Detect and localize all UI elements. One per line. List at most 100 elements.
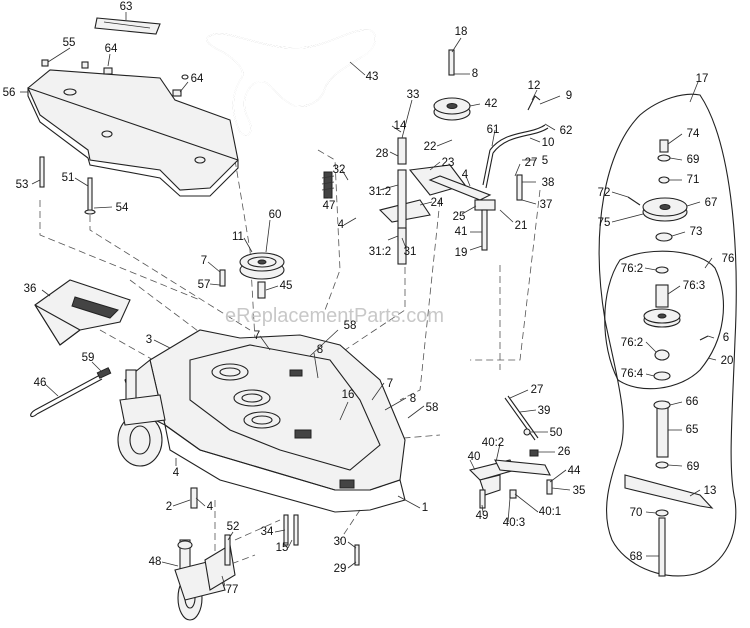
spindle-assembly-part-17 (598, 93, 737, 577)
label-53: 53 (16, 179, 29, 191)
label-27: 27 (525, 157, 538, 169)
label-37: 37 (540, 199, 553, 211)
label-7: 7 (254, 330, 260, 342)
label-71: 71 (687, 174, 700, 186)
spindle-pulley-part-11 (219, 252, 285, 299)
label-66: 66 (686, 396, 699, 408)
label-69: 69 (687, 461, 700, 473)
label-10: 62 (560, 125, 573, 137)
label-59: 59 (82, 352, 95, 364)
label-31-2: 31:2 (369, 246, 391, 258)
label-20: 20 (721, 355, 734, 367)
label-25: 25 (453, 211, 466, 223)
rod-part-46 (30, 367, 112, 418)
label-1: 1 (422, 502, 428, 514)
label-70: 70 (630, 507, 643, 519)
label-40-3: 40:3 (503, 517, 525, 529)
label-7: 7 (201, 255, 207, 267)
label-4: 4 (207, 501, 214, 513)
label-14: 61 (487, 124, 500, 136)
label-40-2: 40:2 (482, 437, 504, 449)
cover-bolts (39, 156, 96, 215)
mower-deck-part-1 (124, 329, 406, 513)
label-40-1: 40:1 (539, 506, 561, 518)
label-76: 76 (722, 253, 735, 265)
label-33: 33 (407, 89, 420, 101)
label-17: 17 (696, 73, 709, 85)
label-54: 54 (116, 202, 129, 214)
label-45: 45 (280, 280, 293, 292)
label-27: 27 (531, 384, 544, 396)
label-19: 19 (455, 247, 468, 259)
lift-linkage-part-40 (468, 395, 553, 509)
label-4: 4 (338, 219, 345, 231)
label-16: 16 (342, 389, 355, 401)
label-8: 8 (472, 68, 478, 80)
drive-belt-part-43 (206, 29, 377, 136)
label-4: 4 (462, 169, 469, 181)
label-3: 3 (146, 334, 152, 346)
label-49: 49 (476, 510, 489, 522)
label-12: 14 (394, 120, 407, 132)
idler-pulley-part-42 (433, 49, 471, 121)
label-65: 65 (686, 424, 699, 436)
label-21: 21 (515, 220, 528, 232)
label-50: 50 (550, 427, 563, 439)
label-15: 15 (276, 542, 289, 554)
label-24: 24 (431, 197, 444, 209)
label-69: 69 (687, 154, 700, 166)
discharge-chute-part-36 (34, 279, 131, 346)
label-31: 31 (404, 246, 417, 258)
label-72: 72 (598, 187, 611, 199)
label-2: 2 (166, 501, 172, 513)
label-6: 6 (723, 332, 729, 344)
label-18: 18 (455, 26, 468, 38)
label-36: 36 (24, 283, 37, 295)
label-61: 10 (542, 137, 555, 149)
label-28: 28 (376, 148, 389, 160)
label-56: 56 (3, 87, 16, 99)
label-42: 42 (485, 98, 498, 110)
label-30: 30 (334, 536, 347, 548)
label-76-4: 76:4 (621, 368, 644, 380)
label-64: 64 (105, 43, 118, 55)
label-73: 73 (690, 226, 703, 238)
label-58: 58 (426, 402, 439, 414)
label-60: 60 (269, 209, 282, 221)
front-caster-wheel (117, 369, 166, 467)
label-7: 7 (387, 378, 393, 390)
label-11: 11 (232, 231, 244, 243)
label-32: 32 (333, 164, 346, 176)
label-64: 64 (191, 73, 204, 85)
label-5: 5 (542, 155, 548, 167)
label-76-2: 76:2 (621, 263, 643, 275)
label-8: 8 (410, 393, 416, 405)
label-41: 41 (455, 226, 468, 238)
deck-cover-part-56 (27, 59, 239, 197)
label-23: 23 (442, 157, 455, 169)
watermark-text: eReplacementParts.com (225, 305, 444, 327)
label-75: 75 (598, 217, 611, 229)
label-22: 22 (424, 141, 437, 153)
label-44: 44 (568, 465, 581, 477)
label-31-2: 31:2 (369, 186, 391, 198)
callout-labels: 63 55 64 64 56 53 51 54 43 18 8 33 42 12… (3, 1, 735, 596)
label-55: 55 (63, 37, 76, 49)
label-9: 12 (528, 80, 541, 92)
label-51: 51 (62, 172, 75, 184)
label-47: 47 (323, 200, 336, 212)
label-43: 43 (366, 71, 379, 83)
label-58: 58 (344, 320, 357, 332)
label-74: 74 (687, 128, 700, 140)
label-76-3: 76:3 (683, 280, 705, 292)
label-62: 9 (566, 90, 572, 102)
label-48: 48 (149, 556, 162, 568)
label-67: 67 (705, 197, 718, 209)
pad-part-63 (94, 17, 161, 35)
label-35: 35 (573, 485, 586, 497)
label-26: 26 (558, 446, 571, 458)
label-13: 13 (704, 485, 717, 497)
label-4: 4 (173, 467, 180, 479)
label-68: 68 (630, 551, 643, 563)
